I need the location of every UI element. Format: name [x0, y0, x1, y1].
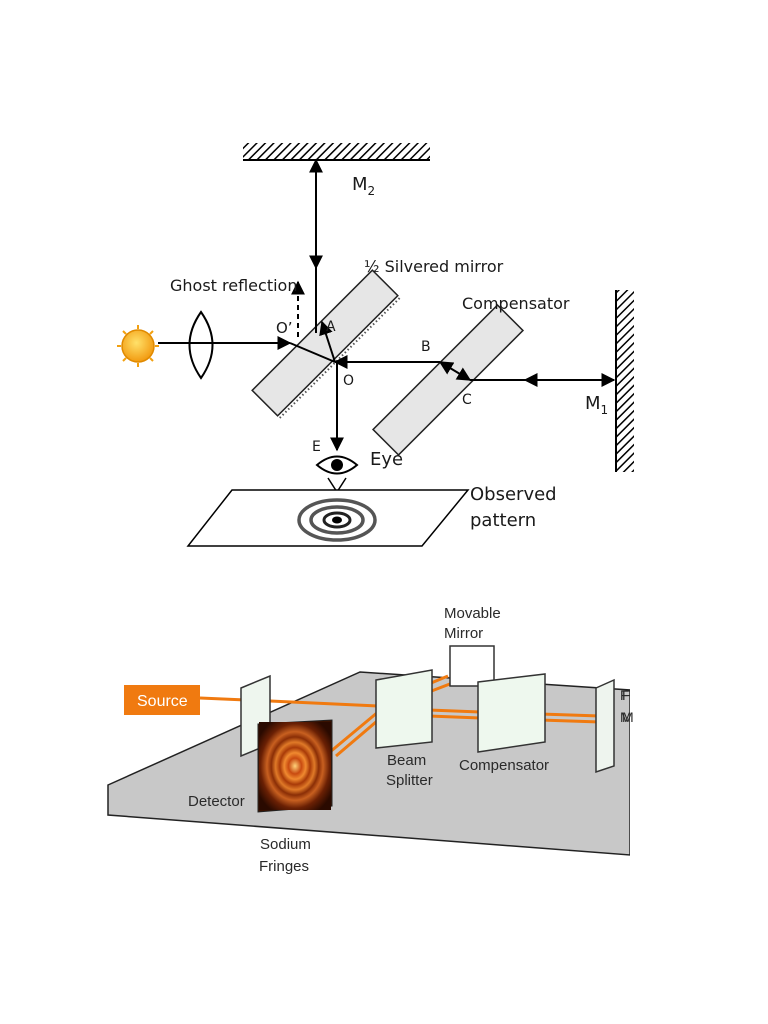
label-splitter: Splitter — [386, 772, 433, 789]
mirror-m2 — [243, 143, 430, 159]
label-c: C — [462, 392, 472, 408]
label-compensator-top: Compensator — [462, 294, 570, 313]
sodium-fringes-image — [259, 722, 331, 810]
observation-screen — [186, 489, 470, 547]
lens — [188, 310, 214, 380]
label-m1: M1 — [585, 393, 608, 417]
bottom-diagram: Source Movable Mirror Beam Splitter Comp… — [107, 605, 632, 875]
label-movable: Movable — [444, 605, 501, 622]
label-a: A — [326, 319, 336, 335]
label-e: E — [312, 439, 321, 455]
sun-icon — [117, 325, 159, 367]
label-o-prime: O’ — [276, 319, 293, 337]
label-b: B — [421, 339, 431, 355]
source-box — [124, 685, 200, 715]
label-fixed-partial-1b: F — [622, 687, 631, 703]
label-observed: Observed — [470, 484, 557, 505]
observed-rings — [297, 498, 377, 542]
label-fixed-partial-2b: M — [622, 709, 634, 725]
compensator-block — [477, 673, 546, 753]
beam-splitter — [375, 669, 433, 749]
label-mirror: Mirror — [444, 625, 483, 642]
label-source: Source — [137, 693, 188, 710]
eye-icon — [315, 455, 359, 494]
label-eye: Eye — [370, 449, 403, 470]
top-light-paths — [158, 158, 616, 452]
label-fixed-partial-1: F — [620, 687, 629, 703]
label-beam: Beam — [387, 752, 426, 769]
movable-mirror — [449, 645, 495, 687]
bottom-crop-mask — [630, 590, 768, 890]
label-pattern: pattern — [470, 510, 536, 531]
top-diagram: M2 ½ Silvered mirror Ghost reflection Co… — [117, 143, 634, 547]
mirror-m1 — [617, 290, 634, 472]
label-detector: Detector — [188, 793, 245, 810]
label-sodium: Sodium — [260, 836, 311, 853]
bottom-beams — [199, 674, 601, 758]
label-half-silvered: ½ Silvered mirror — [364, 257, 504, 276]
label-compensator-bottom: Compensator — [459, 757, 549, 774]
label-fringes: Fringes — [259, 858, 309, 875]
fixed-mirror — [595, 678, 615, 774]
label-m2: M2 — [352, 174, 375, 198]
label-fixed-partial-2: M — [620, 709, 632, 725]
label-o: O — [343, 373, 354, 389]
label-ghost-reflection: Ghost reflection — [170, 276, 297, 295]
